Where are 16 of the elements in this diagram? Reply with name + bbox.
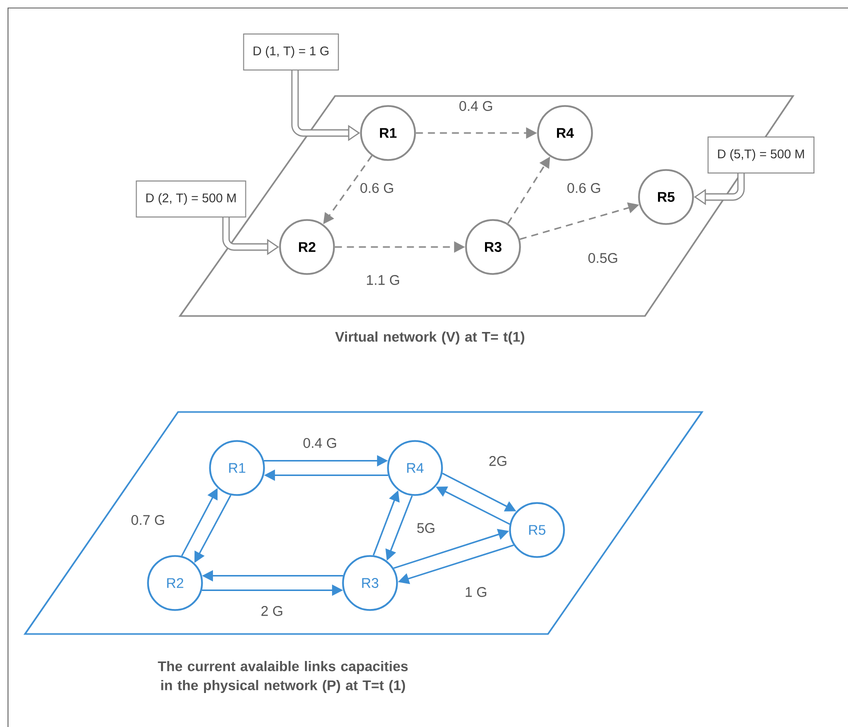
edge-label: 0.6 G [358,182,396,194]
edge-label: 0.5G [586,252,620,264]
edge-label: 0.4 G [301,436,339,450]
network-title: The current avalaible links capacities in the physical network (P) at T=t (1) [158,660,408,694]
demand-note: D (2, T) = 500 M [136,180,246,218]
edge-label: 1 G [463,586,489,598]
edge-label: 1.1 G [364,274,402,286]
edge-label: 5G [415,522,437,534]
edge-label: 2 G [259,604,285,618]
edge-label: 2G [487,454,509,468]
demand-note: D (1, T) = 1 G [243,34,339,70]
edge-label: 0.4 G [457,100,495,112]
edge-label: 0.6 G [565,182,603,194]
network-title: Virtual network (V) at T= t(1) [335,331,524,345]
demand-note: D (5,T) = 500 M [708,136,814,174]
edge-label: 0.7 G [129,514,167,526]
